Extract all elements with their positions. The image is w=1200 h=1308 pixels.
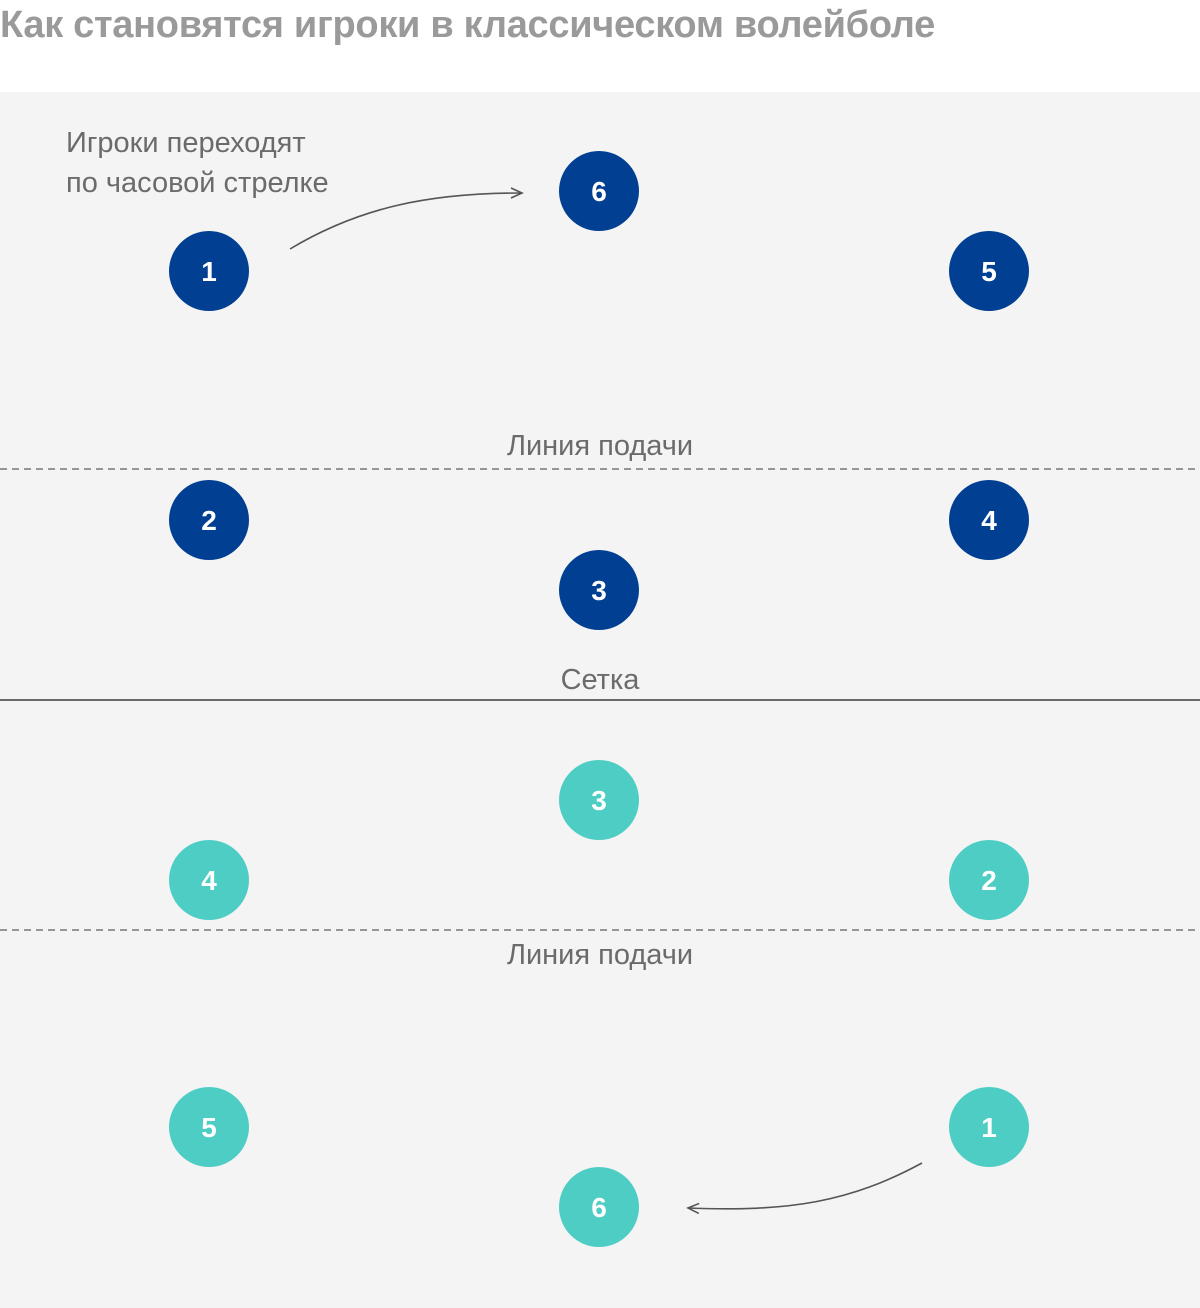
- serve-line-top-label: Линия подачи: [507, 430, 693, 462]
- rotation-note-line2: по часовой стрелке: [66, 167, 329, 199]
- serve-line-bottom-label: Линия подачи: [507, 939, 693, 971]
- team-top-player: 4: [949, 480, 1029, 560]
- team-top-player: 2: [169, 480, 249, 560]
- svg-text:6: 6: [591, 1192, 607, 1223]
- svg-text:3: 3: [591, 785, 607, 816]
- team-top-player: 1: [169, 231, 249, 311]
- volleyball-court: Игроки переходят по часовой стрелке Лини…: [0, 92, 1200, 1308]
- team-top-player: 5: [949, 231, 1029, 311]
- team-bottom-player: 1: [949, 1087, 1029, 1167]
- team-bottom-player: 3: [559, 760, 639, 840]
- team-bottom-player: 4: [169, 840, 249, 920]
- svg-text:3: 3: [591, 575, 607, 606]
- svg-text:2: 2: [981, 865, 997, 896]
- team-top-player: 6: [559, 151, 639, 231]
- diagram-title: Как становятся игроки в классическом вол…: [0, 4, 935, 46]
- team-bottom-player: 5: [169, 1087, 249, 1167]
- svg-text:1: 1: [981, 1112, 997, 1143]
- svg-text:6: 6: [591, 176, 607, 207]
- svg-text:5: 5: [981, 256, 997, 287]
- svg-text:5: 5: [201, 1112, 217, 1143]
- team-bottom-player: 6: [559, 1167, 639, 1247]
- team-bottom-player: 2: [949, 840, 1029, 920]
- rotation-note-line1: Игроки переходят: [66, 127, 306, 159]
- svg-text:2: 2: [201, 505, 217, 536]
- rotation-arrow-bottom: [686, 1162, 923, 1215]
- svg-text:1: 1: [201, 256, 217, 287]
- net-label: Сетка: [561, 664, 641, 696]
- svg-text:4: 4: [981, 505, 997, 536]
- svg-text:4: 4: [201, 865, 217, 896]
- rotation-arrow-top: [289, 187, 524, 250]
- team-top-player: 3: [559, 550, 639, 630]
